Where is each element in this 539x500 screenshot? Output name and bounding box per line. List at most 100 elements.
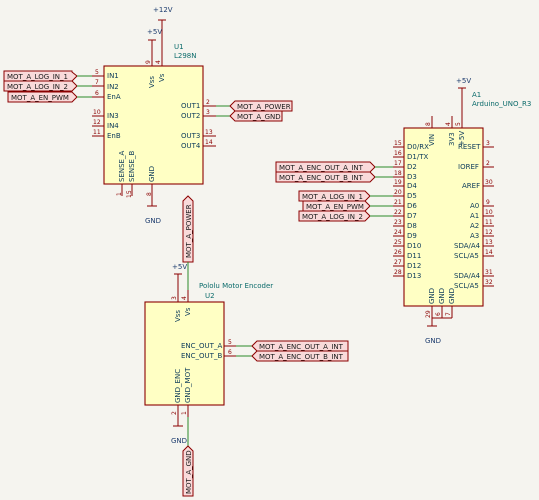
u1-pin-num: 5 <box>95 69 99 76</box>
u2-value: Pololu Motor Encoder <box>199 282 273 290</box>
a1-pin-num: 12 <box>485 229 493 236</box>
a1-pin-num: 5 <box>455 122 462 126</box>
u1-pin-num: 6 <box>95 90 99 97</box>
u2-pin-name: ENC_OUT_A <box>181 342 222 350</box>
u1-pin-name: GND <box>148 166 156 182</box>
net-label-u1-in1[interactable]: MOT_A_LOG_IN_1 <box>3 70 92 82</box>
power-5v-label: +5V <box>456 77 471 85</box>
u2-pin-num: 4 <box>181 296 188 300</box>
net-label-u2-enc-a[interactable]: MOT_A_ENC_OUT_A_INT <box>236 340 349 352</box>
net-label-a1-d2[interactable]: MOT_A_ENC_OUT_A_INT <box>275 161 393 173</box>
a1-ref: A1 <box>472 91 481 99</box>
a1-pin-name: SCL/A5 <box>454 252 479 260</box>
gnd-label: GND <box>145 217 161 225</box>
u1-pin-num: 11 <box>93 129 101 136</box>
net-label-a1-d5[interactable]: MOT_A_LOG_IN_1 <box>298 190 393 202</box>
a1-pin-name: D12 <box>407 262 421 270</box>
u1-pin-name: IN3 <box>107 112 119 120</box>
u1-pin-num: 2 <box>206 99 210 106</box>
power-12v-label: +12V <box>153 6 173 14</box>
u2-pin-num: 1 <box>181 411 188 415</box>
u1-pin-num: 7 <box>95 79 99 86</box>
power-gnd-u1: GND <box>145 196 161 225</box>
u1-pin-num: 1 <box>116 192 123 196</box>
a1-pin-num: 21 <box>394 199 402 206</box>
u2-pin-num: 3 <box>171 296 178 300</box>
a1-left-pins: D0/RX D1/TX D2 D3 D4 D5 D6 D7 D8 D9 D10 … <box>393 140 429 280</box>
a1-pin-name: D10 <box>407 242 421 250</box>
u1-pin-num: 9 <box>145 60 152 64</box>
u1-pin-num: 8 <box>146 192 153 196</box>
a1-pin-name: D9 <box>407 232 417 240</box>
u2-body <box>144 301 225 406</box>
a1-pin-name: D11 <box>407 252 421 260</box>
net-label-text: MOT_A_LOG_IN_2 <box>7 83 68 91</box>
net-label-u1-out1[interactable]: MOT_A_POWER <box>216 100 293 112</box>
a1-pin-num: 13 <box>485 239 493 246</box>
u2-ref: U2 <box>205 292 215 300</box>
a1-pin-num: 25 <box>394 239 402 246</box>
net-label-u2-enc-b[interactable]: MOT_A_ENC_OUT_B_INT <box>236 350 349 362</box>
net-label-a1-d6[interactable]: MOT_A_EN_PWM <box>302 200 393 212</box>
a1-pin-num: 17 <box>394 160 402 167</box>
a1-pin-name: AREF <box>462 182 480 190</box>
a1-body <box>403 127 484 307</box>
power-5v-a1: +5V <box>456 77 471 116</box>
power-5v-u1: +5V <box>147 28 162 54</box>
a1-pin-num: 3 <box>486 140 490 147</box>
a1-pin-num: 22 <box>394 209 402 216</box>
a1-pin-num: 4 <box>445 122 452 126</box>
u1-pin-name: OUT4 <box>181 142 201 150</box>
net-label-text: MOT_A_EN_PWM <box>11 94 69 102</box>
u1-l298n[interactable]: U1 L298N IN1 IN2 EnA IN3 IN4 EnB 5 7 6 1… <box>92 43 216 198</box>
u2-pololu-encoder[interactable]: Pololu Motor Encoder U2 ENC_OUT_A ENC_OU… <box>144 282 273 417</box>
a1-pin-num: 24 <box>394 229 402 236</box>
a1-pin-name: D2 <box>407 163 417 171</box>
net-label-u1-in2[interactable]: MOT_A_LOG_IN_2 <box>3 80 92 92</box>
u1-pin-name: EnB <box>107 132 121 140</box>
net-label-u2-gnd-mot[interactable]: MOT_A_GND <box>182 417 194 497</box>
a1-pin-num: 32 <box>485 279 493 286</box>
a1-pin-num: 8 <box>425 122 432 126</box>
net-label-text: MOT_A_GND <box>185 450 193 494</box>
net-label-text: MOT_A_LOG_IN_2 <box>302 213 363 221</box>
a1-pin-name: D0/RX <box>407 143 429 151</box>
a1-pin-num: 27 <box>394 259 402 266</box>
power-5v-u2: +5V <box>172 263 187 290</box>
a1-pin-num: 10 <box>485 209 493 216</box>
a1-pin-name: GND <box>448 288 456 304</box>
u1-pin-num: 13 <box>205 129 213 136</box>
u1-pin-name: IN4 <box>107 122 119 130</box>
net-label-u1-ena[interactable]: MOT_A_EN_PWM <box>7 91 92 103</box>
u1-pin-num: 14 <box>205 139 213 146</box>
net-label-a1-d3[interactable]: MOT_A_ENC_OUT_B_INT <box>275 171 393 183</box>
a1-pin-num: 29 <box>425 310 432 318</box>
u1-pin-name: Vss <box>148 76 156 88</box>
a1-pin-num: 31 <box>485 269 493 276</box>
a1-pin-name: 3V3 <box>448 132 456 146</box>
a1-pin-name: D6 <box>407 202 417 210</box>
net-label-a1-d7[interactable]: MOT_A_LOG_IN_2 <box>298 210 393 222</box>
net-label-u1-out2[interactable]: MOT_A_GND <box>216 110 283 122</box>
u1-ref: U1 <box>174 43 184 51</box>
power-gnd-a1: GND <box>425 317 452 345</box>
net-label-text: MOT_A_LOG_IN_1 <box>7 73 68 81</box>
u1-pin-num: 15 <box>126 190 133 198</box>
u1-body <box>103 65 204 185</box>
net-label-text: MOT_A_POWER <box>237 103 291 111</box>
power-gnd-u2: GND <box>171 417 187 445</box>
a1-pin-num: 15 <box>394 140 402 147</box>
a1-pin-name: IOREF <box>458 163 479 171</box>
u2-pin-num: 5 <box>228 339 232 346</box>
a1-pin-num: 16 <box>394 150 402 157</box>
a1-arduino-uno[interactable]: A1 Arduino_UNO_R3 D0/RX D1/TX D2 D3 D4 D… <box>393 91 531 318</box>
u1-pin-name: EnA <box>107 93 121 101</box>
u2-pin-name: ENC_OUT_B <box>181 352 222 360</box>
u2-pin-name: Vs <box>184 307 192 316</box>
a1-pin-name: A3 <box>470 232 479 240</box>
u1-pin-num: 12 <box>93 119 101 126</box>
u1-pin-name: IN1 <box>107 72 119 80</box>
net-label-u2-vs[interactable]: MOT_A_POWER <box>182 195 194 290</box>
u1-pin-name: SENSE_A <box>118 151 126 182</box>
a1-pin-name: A1 <box>470 212 479 220</box>
